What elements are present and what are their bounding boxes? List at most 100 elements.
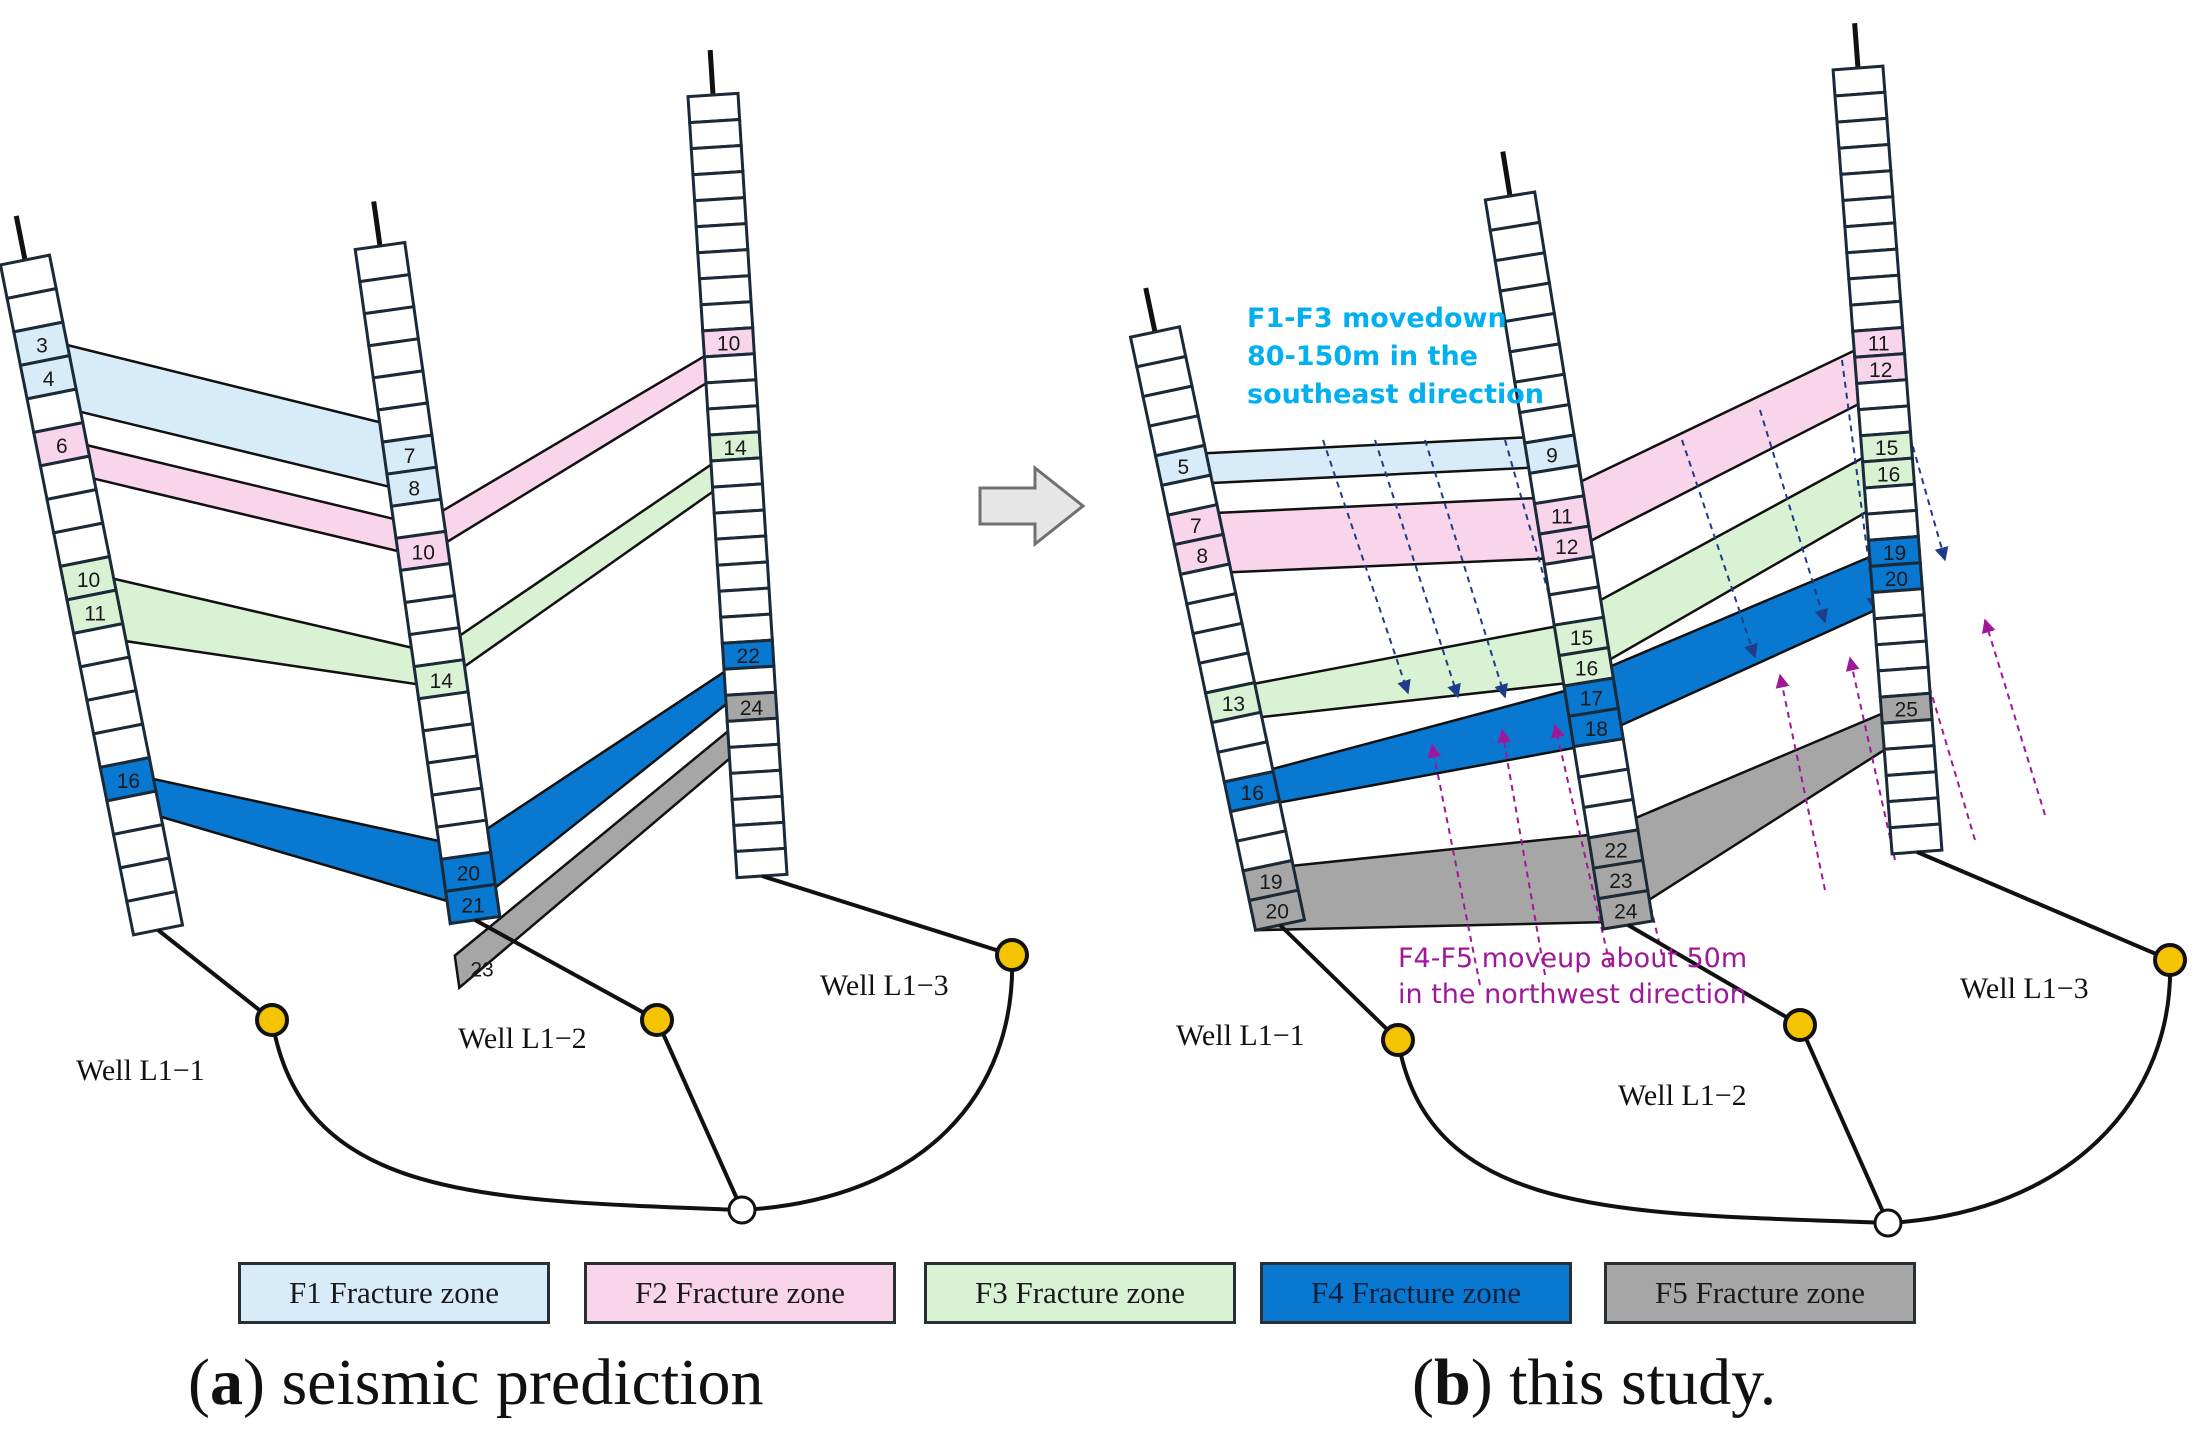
band-a-f2-2 (394, 325, 756, 573)
movedown-arrow-icon (1374, 439, 1461, 699)
movedown-arrow-icon (1681, 439, 1758, 659)
segment-label: 11 (1868, 333, 1890, 356)
well-name-label: Well L1−3 (820, 969, 949, 1002)
legend-item-f2: F2 Fracture zone (584, 1262, 896, 1324)
note-f4f5-line: F4-F5 moveup about 50m (1398, 943, 1747, 974)
caption-b-text: this study. (1509, 1346, 1777, 1419)
segment-label: 3 (36, 334, 48, 357)
well-segment (696, 248, 751, 281)
note-f1f3-line: F1-F3 movedown (1247, 303, 1507, 334)
caption-a-text: seismic prediction (281, 1346, 764, 1419)
band-a-f3-2 (412, 429, 763, 702)
well-segment (444, 882, 502, 926)
well-tail-line (474, 918, 658, 1022)
segment-label: 20 (457, 863, 480, 886)
trajectory-b (1278, 850, 2187, 1238)
band-b-f2-1 (1166, 494, 1596, 576)
segment-label: 19 (1883, 542, 1906, 565)
well-marker-icon (2153, 943, 2187, 977)
caption-a-letter: a (209, 1346, 243, 1419)
segment-label: 11 (1551, 506, 1573, 529)
segment-label: 6 (56, 435, 68, 458)
junction-icon (1873, 1208, 1903, 1238)
segment-label: 22 (737, 645, 760, 668)
segment-label: 16 (117, 770, 140, 793)
movedown-arrow-icon (1759, 409, 1828, 624)
well-segment (694, 222, 750, 255)
well-segment (712, 508, 768, 541)
well-tail-line (1916, 850, 2171, 962)
movedown-arrow-icon (1424, 439, 1508, 699)
movedown-arrow-icon (1322, 439, 1411, 695)
well-segment (730, 794, 786, 828)
segment-label: 22 (1604, 840, 1627, 863)
caption-b: (b) this study. (1412, 1346, 1777, 1419)
well-segment (719, 612, 774, 645)
segment-label: 8 (408, 477, 420, 500)
segment-label: 11 (84, 602, 106, 625)
segment-label: 14 (430, 670, 454, 693)
well-segment (727, 742, 782, 775)
segment-label: 9 (1546, 445, 1558, 468)
well-name-label: Well L1−2 (458, 1022, 587, 1055)
moveup-arrow-icon (1497, 728, 1546, 976)
wells-layer: 3461011167810142021231014222457813161920… (0, 22, 2187, 1238)
moveup-arrow-icon (1911, 636, 1976, 841)
segment-label: 5 (1178, 456, 1190, 479)
segment-label: 8 (1196, 545, 1208, 568)
junction-icon (727, 1195, 757, 1225)
well-name-label: Well L1−1 (76, 1054, 205, 1087)
lateral-line (655, 1019, 744, 1211)
segment-label: 15 (1875, 437, 1898, 460)
note-f1f3-line: southeast direction (1247, 379, 1544, 410)
well-segment (702, 352, 758, 385)
well-tail-line (761, 874, 1013, 957)
caption-b-letter: b (1433, 1346, 1471, 1419)
well-segment (706, 404, 761, 437)
well-segment (728, 768, 784, 802)
segment-label: 7 (404, 445, 416, 468)
well-segment (722, 664, 778, 697)
caption-a: (a) seismic prediction (188, 1346, 764, 1419)
segment-label: 10 (412, 542, 435, 565)
transition-arrow-icon (978, 464, 1086, 548)
well-tail-line (1278, 923, 1400, 1042)
segment-label: 10 (77, 569, 100, 592)
wellhead-line (707, 49, 716, 96)
segment-label: 24 (1614, 900, 1638, 923)
well-tail-line (1626, 923, 1802, 1027)
moveup-arrow-icon (1427, 743, 1481, 986)
wellhead-line (1143, 287, 1158, 333)
trajectory-a (156, 874, 1029, 1225)
segment-label: 14 (723, 437, 747, 460)
well-segment (725, 716, 781, 749)
lateral-curve (270, 1019, 743, 1212)
movedown-arrow-icon (1879, 329, 1949, 562)
segment-label: 12 (1555, 536, 1578, 559)
well-segment (715, 560, 771, 593)
well-tail-line (156, 928, 274, 1022)
legend-item-f5: F5 Fracture zone (1604, 1262, 1916, 1324)
wellhead-line (1852, 22, 1861, 69)
well-segment (125, 889, 185, 937)
segment-label: 19 (1259, 871, 1282, 894)
segment-label: 23 (1609, 870, 1632, 893)
well-segment (686, 91, 742, 125)
well-segment (717, 586, 773, 619)
well-marker-icon (1783, 1008, 1817, 1042)
well-segment (699, 300, 755, 333)
well-segment (697, 274, 753, 307)
moveup-arrow-icon (1982, 618, 2046, 816)
well-segment (1888, 822, 1944, 856)
segment-label: 13 (1222, 693, 1245, 716)
well-marker-icon (640, 1003, 674, 1037)
segment-label: 16 (1877, 463, 1900, 486)
segment-label: 15 (1570, 627, 1593, 650)
segment-label: 12 (1869, 359, 1892, 382)
